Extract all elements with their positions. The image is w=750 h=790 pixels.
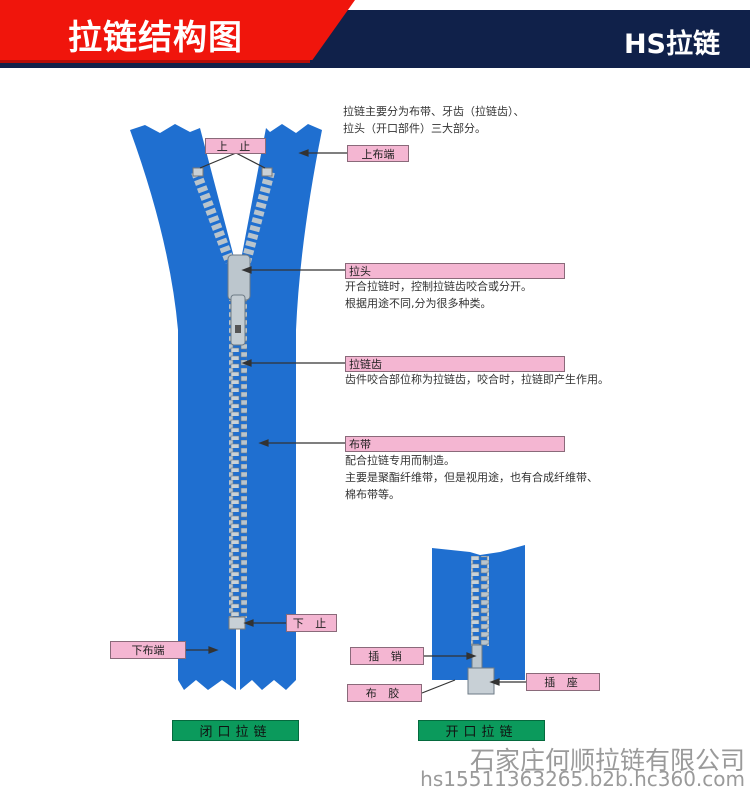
page-title: 拉链结构图 <box>68 18 243 58</box>
intro-line: 拉头（开口部件）三大部分。 <box>343 122 486 135</box>
label-tape: 布带 <box>345 436 565 452</box>
leader-lines <box>186 149 526 694</box>
open-zipper-teeth <box>471 556 489 646</box>
top-stop-left <box>192 167 204 177</box>
left-tape <box>130 124 236 690</box>
tape-description: 配合拉链专用而制造。 主要是聚酯纤维带，但是视用途，也有合成纤维带、 棉布带等。 <box>345 452 598 503</box>
slider-pull <box>230 294 246 346</box>
bottom-stop <box>228 616 246 630</box>
box-pin <box>467 667 495 695</box>
top-stop-right <box>261 167 273 177</box>
zipper-teeth <box>229 300 247 618</box>
desc-line: 开合拉链时，控制拉链齿咬合或分开。 <box>345 280 532 293</box>
label-teeth: 拉链齿 <box>345 356 565 372</box>
watermark-url: hs15511363265.b2b.hc360.com <box>420 767 745 790</box>
label-bottom-tape-end: 下布端 <box>110 641 186 659</box>
header-red-shadow <box>0 58 310 63</box>
brand-logo-text: HS拉链 <box>623 29 720 60</box>
caption-closed-zipper: 闭口拉链 <box>172 720 299 741</box>
desc-line: 配合拉链专用而制造。 <box>345 454 455 467</box>
desc-line: 棉布带等。 <box>345 488 400 501</box>
intro-line: 拉链主要分为布带、牙齿（拉链齿）、 <box>343 105 525 118</box>
label-top-stop: 上 止 <box>205 138 266 154</box>
right-tape <box>240 124 322 690</box>
label-box-pin: 插 座 <box>526 673 600 691</box>
slider-description: 开合拉链时，控制拉链齿咬合或分开。 根据用途不同,分为很多种类。 <box>345 278 532 312</box>
desc-line: 主要是聚酯纤维带，但是视用途，也有合成纤维带、 <box>345 471 598 484</box>
intro-text: 拉链主要分为布带、牙齿（拉链齿）、 拉头（开口部件）三大部分。 <box>343 103 525 137</box>
slider-body <box>227 254 251 301</box>
teeth-description: 齿件咬合部位称为拉链齿，咬合时，拉链即产生作用。 <box>345 371 609 388</box>
slider-pull-hole <box>235 325 241 333</box>
desc-line: 根据用途不同,分为很多种类。 <box>345 297 492 310</box>
label-top-tape-end: 上布端 <box>347 145 409 162</box>
header-red-banner <box>0 0 355 60</box>
caption-open-zipper: 开口拉链 <box>418 720 545 741</box>
left-upper-teeth <box>191 170 235 264</box>
label-tape-film: 布 胶 <box>347 684 422 702</box>
label-slider: 拉头 <box>345 263 565 279</box>
label-insert-pin: 插 销 <box>350 647 424 665</box>
desc-line: 齿件咬合部位称为拉链齿，咬合时，拉链即产生作用。 <box>345 373 609 386</box>
label-bottom-stop: 下 止 <box>286 614 337 632</box>
watermark-company: 石家庄何顺拉链有限公司 <box>469 746 745 775</box>
